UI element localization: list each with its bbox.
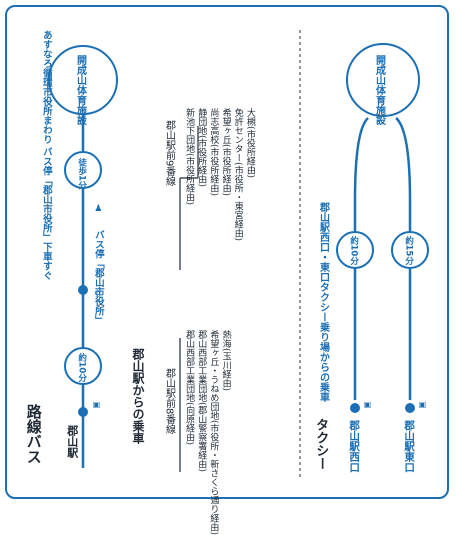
bus-stop-label: バス停「郡山市役所」 — [92, 230, 104, 325]
taxi-west-time: 約10分 — [348, 236, 359, 265]
bus-ride-time: 約10分 — [76, 353, 87, 382]
taxi-destination: 開成山体育施設 — [373, 55, 385, 125]
taxi-west-icon: ▣ — [363, 400, 372, 409]
bus-icon: ▣ — [92, 400, 101, 409]
bus-start-dot — [78, 407, 88, 417]
taxi-west-line — [353, 117, 369, 400]
taxi-title: タクシー — [313, 418, 329, 470]
platform8-route-4: 郡山西部工業団地(向原経由) — [184, 330, 195, 446]
platform8-title: 郡山駅前8番線 — [163, 368, 175, 435]
taxi-east-label: 郡山駅東口 — [403, 420, 416, 473]
platform8-route-2: 希望ヶ丘・うねめ団地(市役所・新さくら通り経由) — [208, 330, 219, 535]
route-lines — [48, 30, 429, 480]
platform9-route-5: 静団地(市役所経由) — [196, 108, 207, 188]
bus-start-label: 郡山駅 — [65, 425, 79, 458]
bus-destination-circle — [48, 45, 118, 115]
taxi-subtitle: 郡山駅西口・東口タクシー乗り場からの乗車 — [317, 202, 329, 402]
bus-title: 路線バス — [24, 404, 43, 464]
platform9-route-4: 尚志高校(市役所経由) — [208, 108, 219, 197]
bus-walk-time: 徒歩1分 — [76, 158, 87, 190]
taxi-west-time-circle — [336, 231, 374, 269]
bus-stop-dot — [78, 285, 88, 295]
platform8-route-3: 郡山西部工業団地(郡山警察署経由) — [196, 330, 207, 473]
platform9-route-3: 希望ヶ丘(市役所経由) — [220, 108, 231, 197]
bus-walk-circle — [64, 151, 102, 189]
taxi-east-dot — [405, 403, 415, 413]
platform8-route-1: 熱海(玉川経由) — [220, 330, 231, 392]
platform8-routes: 熱海(玉川経由) 希望ヶ丘・うねめ団地(市役所・新さくら通り経由) 郡山西部工業… — [183, 330, 232, 535]
platform9-title: 郡山駅前9番線 — [163, 120, 175, 187]
taxi-east-icon: ▣ — [418, 400, 427, 409]
taxi-east-time: 約15分 — [403, 236, 414, 265]
taxi-destination-circle — [346, 43, 420, 117]
bus-subtitle: あすなろ循環市役所まわり バス停「郡山市役所」下車すぐ — [40, 30, 52, 281]
taxi-east-line — [395, 117, 412, 400]
taxi-west-label: 郡山駅西口 — [348, 420, 361, 473]
platform9-route-2: 免許センター(市役所・東宮経由) — [232, 108, 243, 242]
platform9-routes: 大槻(市役所経由) 免許センター(市役所・東宮経由) 希望ヶ丘(市役所経由) 尚… — [183, 108, 256, 241]
platform9-route-6: 新池下団地(市役所経由) — [184, 108, 195, 206]
bus-stop-icon: ♀ — [92, 290, 103, 300]
taxi-east-time-circle — [391, 231, 429, 269]
walk-icon: ♟ — [93, 204, 104, 214]
platform9-route-1: 大槻(市役所経由) — [244, 108, 255, 179]
bus-ride-time-circle — [64, 347, 102, 385]
boarding-heading: 郡山駅からの乗車 — [131, 348, 145, 444]
taxi-west-dot — [350, 403, 360, 413]
bus-destination: 開成山体育施設 — [74, 55, 86, 125]
